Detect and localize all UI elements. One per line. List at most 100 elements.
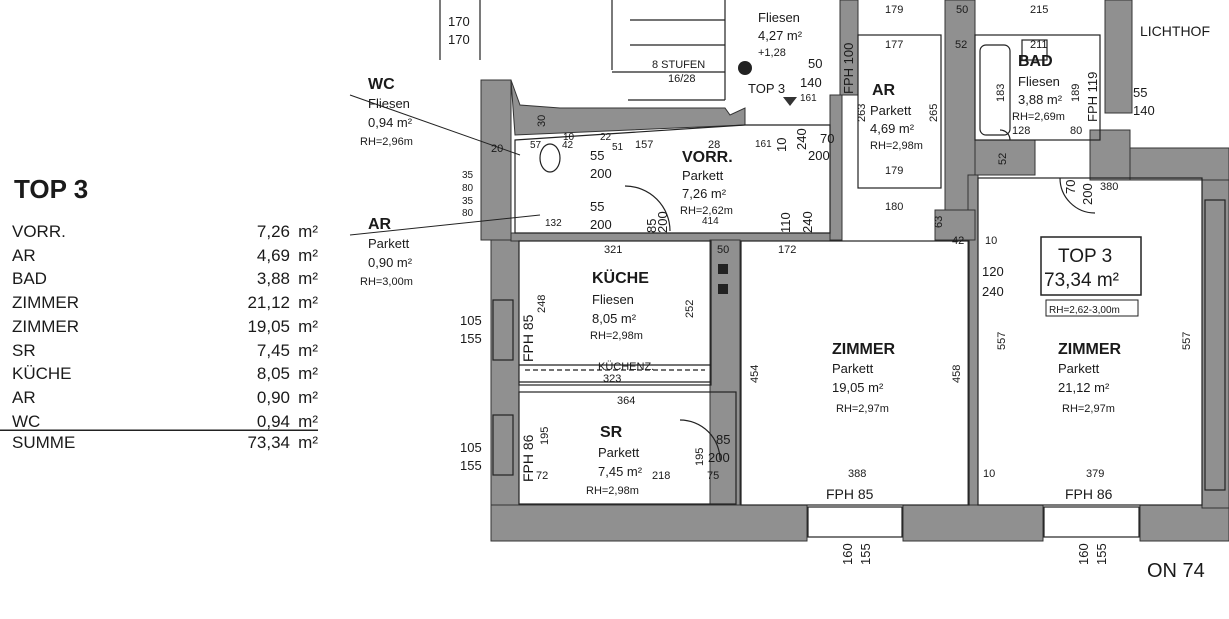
wall-segment xyxy=(1139,504,1229,542)
dim-label: 42 xyxy=(952,235,964,247)
ar-callout-rh: RH=3,00m xyxy=(360,276,413,288)
dim-label: 132 xyxy=(545,218,562,229)
lichthof-label: LICHTHOF xyxy=(1140,23,1210,39)
wc-callout-name: WC xyxy=(368,76,395,93)
dim-label: 63 xyxy=(933,216,945,228)
ar-area: 4,69 m² xyxy=(870,121,915,136)
dim-label: 200 xyxy=(590,217,612,232)
vorr-name: VORR. xyxy=(682,149,733,166)
dim-label: 85 xyxy=(716,432,730,447)
bad-outline xyxy=(974,34,1101,141)
ar-name: AR xyxy=(872,82,896,99)
dim-label: 75 xyxy=(707,470,719,482)
zimmer2-outline xyxy=(977,177,1203,506)
stairs-ratio: 16/28 xyxy=(668,73,696,85)
sr-outline xyxy=(518,391,737,505)
kueche-rh: RH=2,98m xyxy=(590,330,643,342)
dim-label: 120 xyxy=(982,264,1004,279)
kueche-floor: Fliesen xyxy=(592,292,634,307)
dim-label: 240 xyxy=(794,128,809,150)
dim-label: 200 xyxy=(708,450,730,465)
dim-label: 57 xyxy=(530,140,542,151)
summary-unit: m² xyxy=(298,269,318,289)
dim-label: 55 xyxy=(590,199,604,214)
dim-label: 50 xyxy=(956,4,968,16)
dimensions: 170 170 105 155 105 155 55 140 50 140 16… xyxy=(448,4,1155,502)
ar-callout-floor: Parkett xyxy=(368,236,410,251)
summary-total-name: SUMME xyxy=(12,433,76,452)
dim-label: 248 xyxy=(536,295,548,313)
dim-label: 557 xyxy=(996,332,1008,350)
dim-label: 80 xyxy=(462,183,474,194)
dim-label: 50 xyxy=(808,56,822,71)
wc-callout-area: 0,94 m² xyxy=(368,115,413,130)
summary-name: ZIMMER xyxy=(12,316,80,336)
bad-area: 3,88 m² xyxy=(1018,92,1063,107)
wall-segment xyxy=(902,504,1044,542)
wall-segment xyxy=(829,94,843,241)
dim-label: 200 xyxy=(1080,183,1095,205)
dimensions-rotated: 160 155 160 155 FPH 100 FPH 119 30 263 2… xyxy=(520,43,1193,565)
vorr-floor: Parkett xyxy=(682,168,724,183)
dim-label: 161 xyxy=(800,93,817,104)
dim-label: 160 xyxy=(1076,543,1091,565)
dim-label: 55 xyxy=(590,148,604,163)
ar-outline xyxy=(857,34,942,189)
room-outlines xyxy=(0,0,1226,538)
stair-room-area: 4,27 m² xyxy=(758,28,803,43)
sr-rh: RH=2,98m xyxy=(586,485,639,497)
summary-name: ZIMMER xyxy=(12,293,80,313)
dim-label: FPH 85 xyxy=(520,314,536,362)
top3-arrow xyxy=(783,97,797,106)
sr-name: SR xyxy=(600,424,623,441)
wall-segment xyxy=(490,239,520,541)
dim-label: 200 xyxy=(655,211,670,233)
sr-floor: Parkett xyxy=(598,445,640,460)
dim-label: 50 xyxy=(717,244,729,256)
summary-unit: m² xyxy=(298,316,318,336)
dim-label: 155 xyxy=(460,458,482,473)
bad-name: BAD xyxy=(1018,53,1053,70)
kueche-name: KÜCHE xyxy=(592,268,649,287)
dim-label: 240 xyxy=(800,211,815,233)
dim-label: 55 xyxy=(1133,85,1147,100)
summary-name: KÜCHE xyxy=(12,364,72,384)
summary-unit: m² xyxy=(298,340,318,360)
zimmer2-rh: RH=2,97m xyxy=(1062,403,1115,415)
ar-callout-area: 0,90 m² xyxy=(368,255,413,270)
dim-label: 85 xyxy=(644,219,659,233)
zimmer1-rh: RH=2,97m xyxy=(836,403,889,415)
unit-box-title: TOP 3 xyxy=(1058,246,1112,267)
sr-area: 7,45 m² xyxy=(598,464,643,479)
wall-segment xyxy=(490,504,808,542)
summary-name: AR xyxy=(12,245,36,265)
wall-segment xyxy=(934,209,976,241)
on-label: ON 74 xyxy=(1147,560,1205,582)
dim-label: 183 xyxy=(995,84,1007,102)
dim-label: 70 xyxy=(1063,180,1078,194)
dim-label: 105 xyxy=(460,440,482,455)
summary-name: AR xyxy=(12,387,36,407)
summary-unit: m² xyxy=(298,222,318,241)
summary-value: 8,05 xyxy=(256,364,290,384)
dim-label: 72 xyxy=(536,470,548,482)
dim-label: FPH 86 xyxy=(1065,486,1113,502)
dim-label: 172 xyxy=(778,244,796,256)
dim-label: 70 xyxy=(820,131,834,146)
dim-label: 380 xyxy=(1100,181,1118,193)
summary-unit: m² xyxy=(298,293,318,313)
dim-label: 180 xyxy=(885,201,903,213)
dim-label: 80 xyxy=(1070,125,1082,137)
summary-value: 4,69 xyxy=(256,245,290,265)
summary-value: 0,90 xyxy=(256,387,290,407)
dim-label: 160 xyxy=(840,543,855,565)
zimmer1-floor: Parkett xyxy=(832,361,874,376)
dim-label: 454 xyxy=(749,365,761,383)
wall-segment xyxy=(1129,147,1229,181)
dim-label: 10 xyxy=(563,132,575,143)
